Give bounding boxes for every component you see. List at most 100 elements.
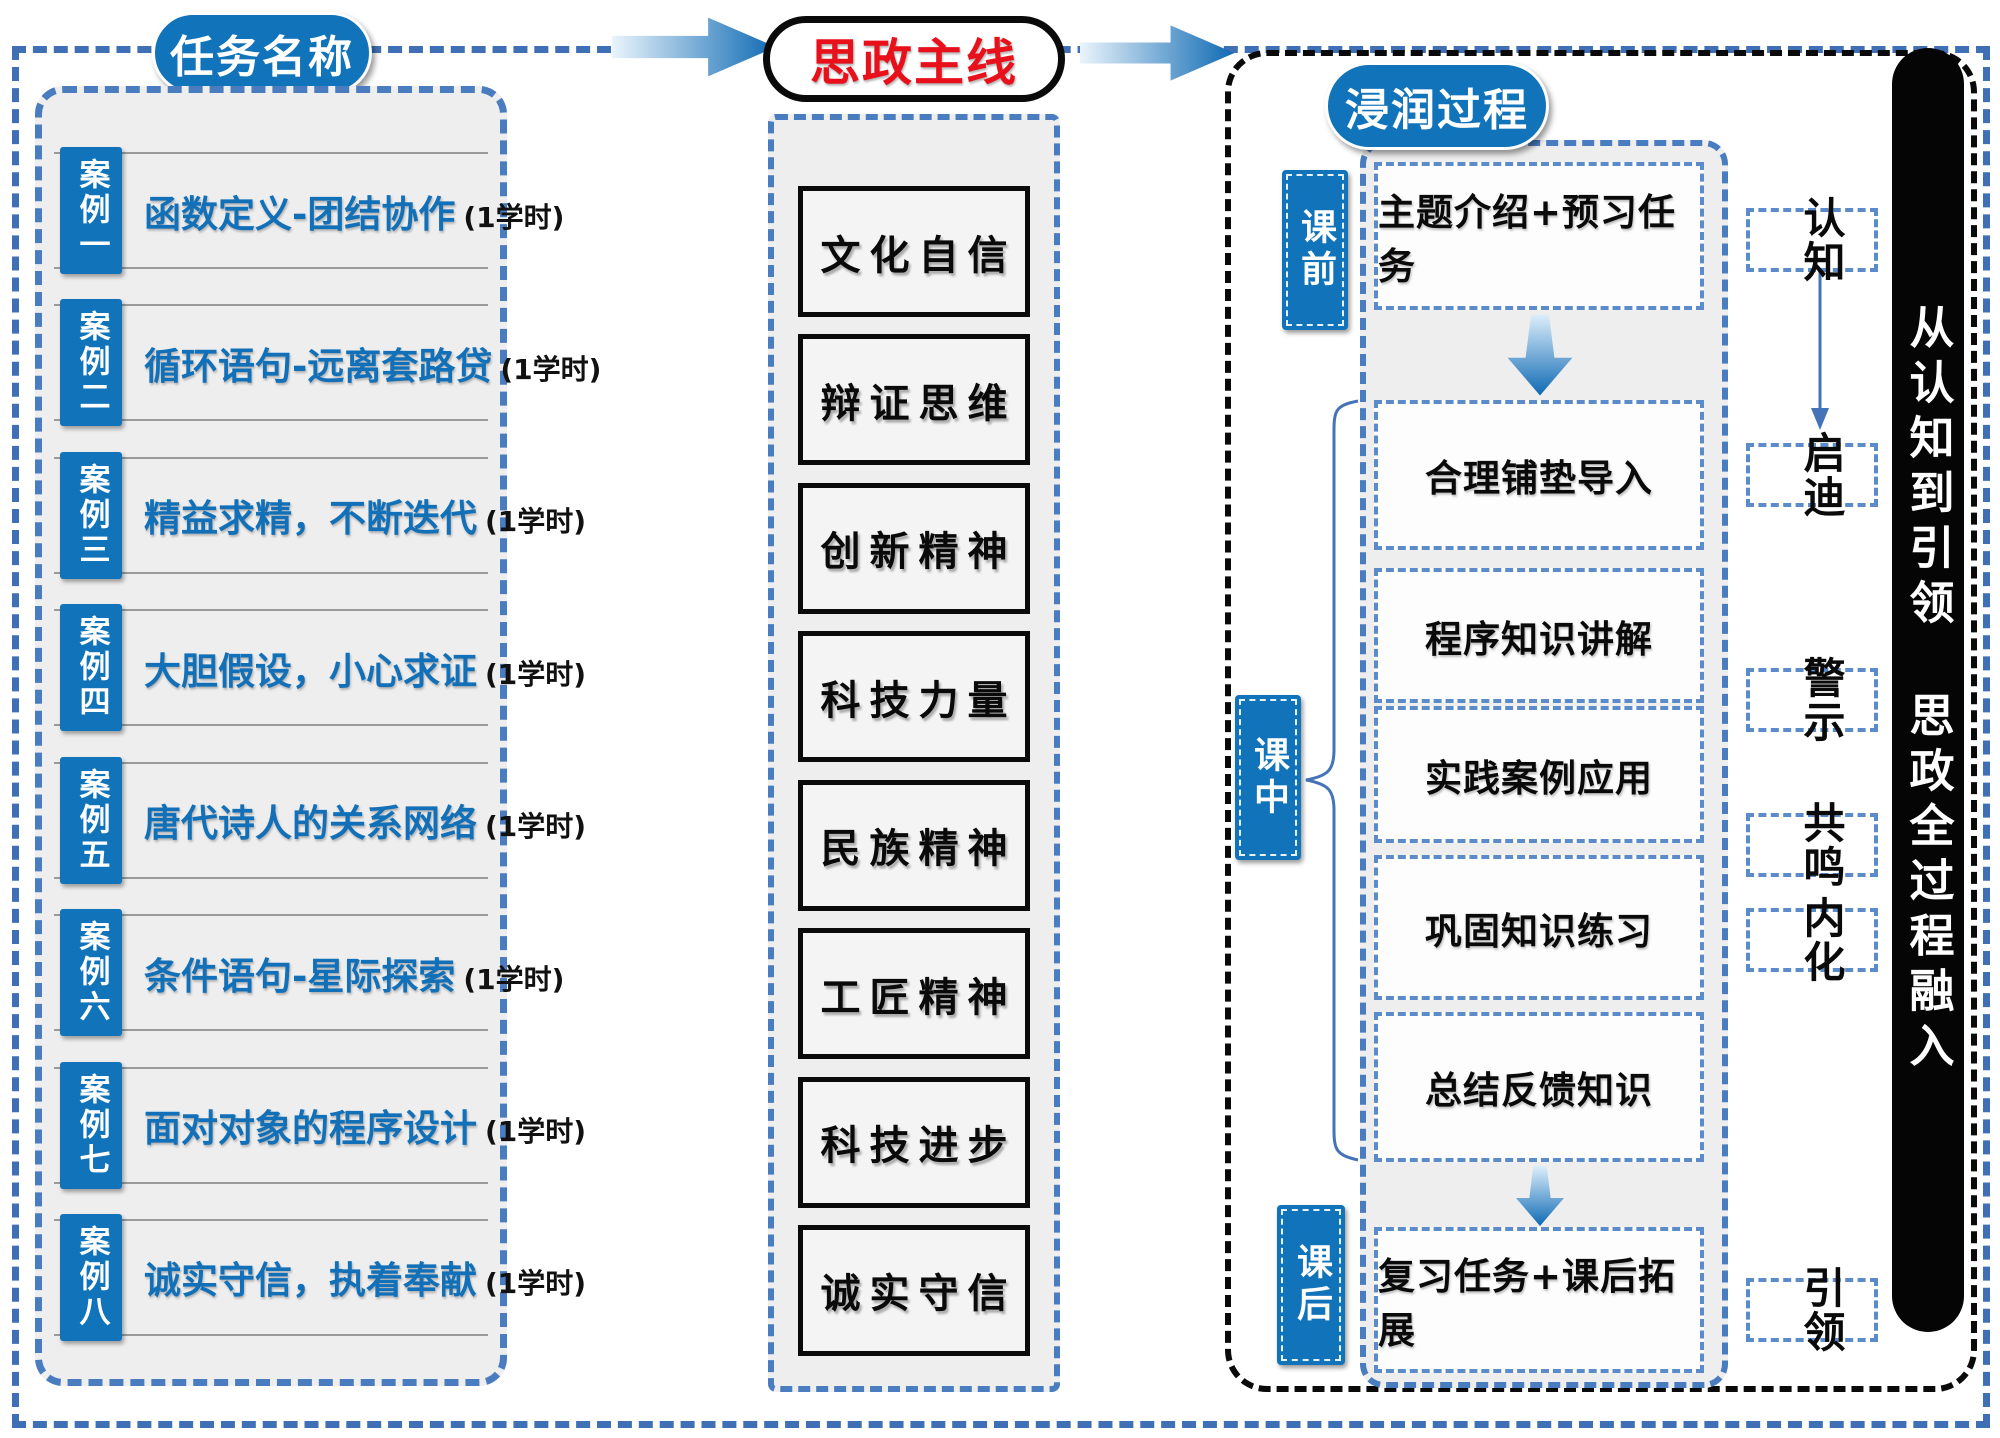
ideology-panel: 文化自信 辩证思维 创新精神 科技力量 民族精神 工匠精神 科技进步 诚实守信 <box>768 114 1060 1392</box>
flow-label-resonance: 共鸣 <box>1746 801 1878 889</box>
row-divider-lines <box>54 1218 488 1336</box>
phase-before-class-text: 课前 <box>1295 208 1336 292</box>
phase-in-class-text: 课中 <box>1248 735 1289 820</box>
case-row-4: 案例四 大胆假设，小心求证(1学时) <box>52 604 586 732</box>
case-row-3: 案例三 精益求精，不断迭代(1学时) <box>52 451 586 579</box>
banner-bar: 从认知到引领 思政全过程融入 <box>1892 48 1964 1332</box>
case-7-badge-text: 案例七 <box>73 1072 110 1178</box>
tasks-title-pill: 任务名称 <box>152 12 372 94</box>
case-6-badge: 案例六 <box>60 909 122 1037</box>
step-lead-in: 合理铺垫导入 <box>1374 400 1704 550</box>
ideology-text-3: 创新精神 <box>820 529 1017 576</box>
ideology-title: 思政主线 <box>810 34 1018 92</box>
case-5-hours: (1学时) <box>485 810 587 844</box>
case-5-badge: 案例五 <box>60 756 122 884</box>
ideology-text-8: 诚实守信 <box>820 1271 1017 1318</box>
case-3-hours: (1学时) <box>485 505 587 539</box>
case-1-badge-text: 案例一 <box>73 158 110 263</box>
phase-after-class: 课后 <box>1277 1205 1345 1365</box>
step-review-extend-text: 复习任务+课后拓展 <box>1378 1255 1677 1352</box>
flow-label-enlighten: 启迪 <box>1746 431 1878 519</box>
ideology-box-2: 辩证思维 <box>798 334 1030 466</box>
step-intro-preview: 主题介绍+预习任务 <box>1374 162 1704 310</box>
row-divider-lines <box>54 609 488 727</box>
case-1-badge: 案例一 <box>60 147 122 274</box>
case-3-badge-text: 案例三 <box>73 462 110 568</box>
ideology-box-1: 文化自信 <box>798 186 1030 317</box>
tasks-panel: 案例一 函数定义-团结协作(1学时) 案例二 循环语句-远离套路贷(1学时) 案… <box>35 86 601 1386</box>
case-7-title: 面对对象的程序设计 <box>144 1107 477 1151</box>
case-8-title: 诚实守信，执着奉献 <box>144 1259 477 1303</box>
case-2-hours: (1学时) <box>500 352 602 386</box>
ideology-text-1: 文化自信 <box>820 232 1017 279</box>
case-row-1: 案例一 函数定义-团结协作(1学时) <box>52 147 564 274</box>
ideology-text-4: 科技力量 <box>820 677 1017 724</box>
flow-label-guide: 引领 <box>1746 1266 1878 1354</box>
case-row-8: 案例八 诚实守信，执着奉献(1学时) <box>52 1213 586 1341</box>
case-8-badge: 案例八 <box>60 1213 122 1341</box>
step-knowledge-explain-text: 程序知识讲解 <box>1425 617 1653 661</box>
row-divider-lines <box>54 152 488 269</box>
ideology-box-3: 创新精神 <box>798 482 1030 614</box>
case-4-badge: 案例四 <box>60 604 122 732</box>
right-arrow-icon <box>612 17 776 77</box>
step-case-practice-text: 实践案例应用 <box>1425 756 1653 800</box>
down-arrow-thin-icon <box>1811 272 1829 430</box>
case-5-title: 唐代诗人的关系网络 <box>144 802 477 846</box>
ideology-box-4: 科技力量 <box>798 631 1030 763</box>
case-row-7: 案例七 面对对象的程序设计(1学时) <box>52 1061 586 1189</box>
flow-label-warning: 警示 <box>1746 656 1878 744</box>
case-8-badge-text: 案例八 <box>73 1224 110 1330</box>
case-4-hours: (1学时) <box>485 657 587 691</box>
case-6-hours: (1学时) <box>463 962 565 996</box>
case-7-hours: (1学时) <box>485 1115 587 1149</box>
flow-label-cognition: 认知 <box>1746 196 1878 284</box>
ideology-box-8: 诚实守信 <box>798 1224 1030 1356</box>
case-6-badge-text: 案例六 <box>73 920 110 1026</box>
case-7-badge: 案例七 <box>60 1061 122 1189</box>
down-arrow-icon <box>1507 314 1573 396</box>
phase-after-class-text: 课后 <box>1291 1243 1332 1327</box>
case-6-title: 条件语句-星际探索 <box>144 954 456 998</box>
case-2-title: 循环语句-远离套路贷 <box>144 344 493 388</box>
tasks-title: 任务名称 <box>170 32 354 83</box>
step-review-extend: 复习任务+课后拓展 <box>1374 1227 1704 1373</box>
flow-label-cognition-text: 认知 <box>1797 196 1846 284</box>
ideology-text-6: 工匠精神 <box>820 974 1017 1021</box>
case-row-2: 案例二 循环语句-远离套路贷(1学时) <box>52 299 601 427</box>
ideology-title-pill: 思政主线 <box>763 16 1065 102</box>
step-consolidate-exercise-text: 巩固知识练习 <box>1425 909 1653 953</box>
step-knowledge-explain: 程序知识讲解 <box>1374 568 1704 703</box>
process-title-pill: 浸润过程 <box>1325 62 1549 150</box>
case-2-badge-text: 案例二 <box>73 310 110 416</box>
flow-label-resonance-text: 共鸣 <box>1797 801 1846 889</box>
flow-label-enlighten-text: 启迪 <box>1797 431 1846 519</box>
case-3-badge: 案例三 <box>60 451 122 579</box>
case-1-hours: (1学时) <box>463 200 565 234</box>
ideology-text-5: 民族精神 <box>820 826 1017 873</box>
ideology-text-2: 辩证思维 <box>820 380 1017 427</box>
case-5-badge-text: 案例五 <box>73 767 110 873</box>
case-8-hours: (1学时) <box>485 1267 587 1301</box>
row-divider-lines <box>54 914 488 1032</box>
row-divider-lines <box>54 1066 488 1184</box>
ideology-box-6: 工匠精神 <box>798 928 1030 1060</box>
ideology-box-7: 科技进步 <box>798 1076 1030 1208</box>
banner-text-bottom: 思政全过程融入 <box>1901 691 1955 1077</box>
case-3-title: 精益求精，不断迭代 <box>144 497 477 541</box>
step-intro-preview-text: 主题介绍+预习任务 <box>1378 191 1677 288</box>
step-case-practice: 实践案例应用 <box>1374 706 1704 843</box>
step-consolidate-exercise: 巩固知识练习 <box>1374 855 1704 1000</box>
step-summary-feedback: 总结反馈知识 <box>1374 1012 1704 1162</box>
curly-brace <box>1305 399 1359 1162</box>
step-lead-in-text: 合理铺垫导入 <box>1425 457 1653 500</box>
down-arrow-icon <box>1516 1166 1564 1226</box>
flow-label-guide-text: 引领 <box>1797 1266 1846 1354</box>
ideology-box-5: 民族精神 <box>798 779 1030 911</box>
flow-label-internalize-text: 内化 <box>1797 896 1846 984</box>
process-title: 浸润过程 <box>1345 85 1529 136</box>
banner-text-top: 从认知到引领 <box>1901 303 1955 634</box>
row-divider-lines <box>54 761 488 879</box>
row-divider-lines <box>54 456 488 574</box>
